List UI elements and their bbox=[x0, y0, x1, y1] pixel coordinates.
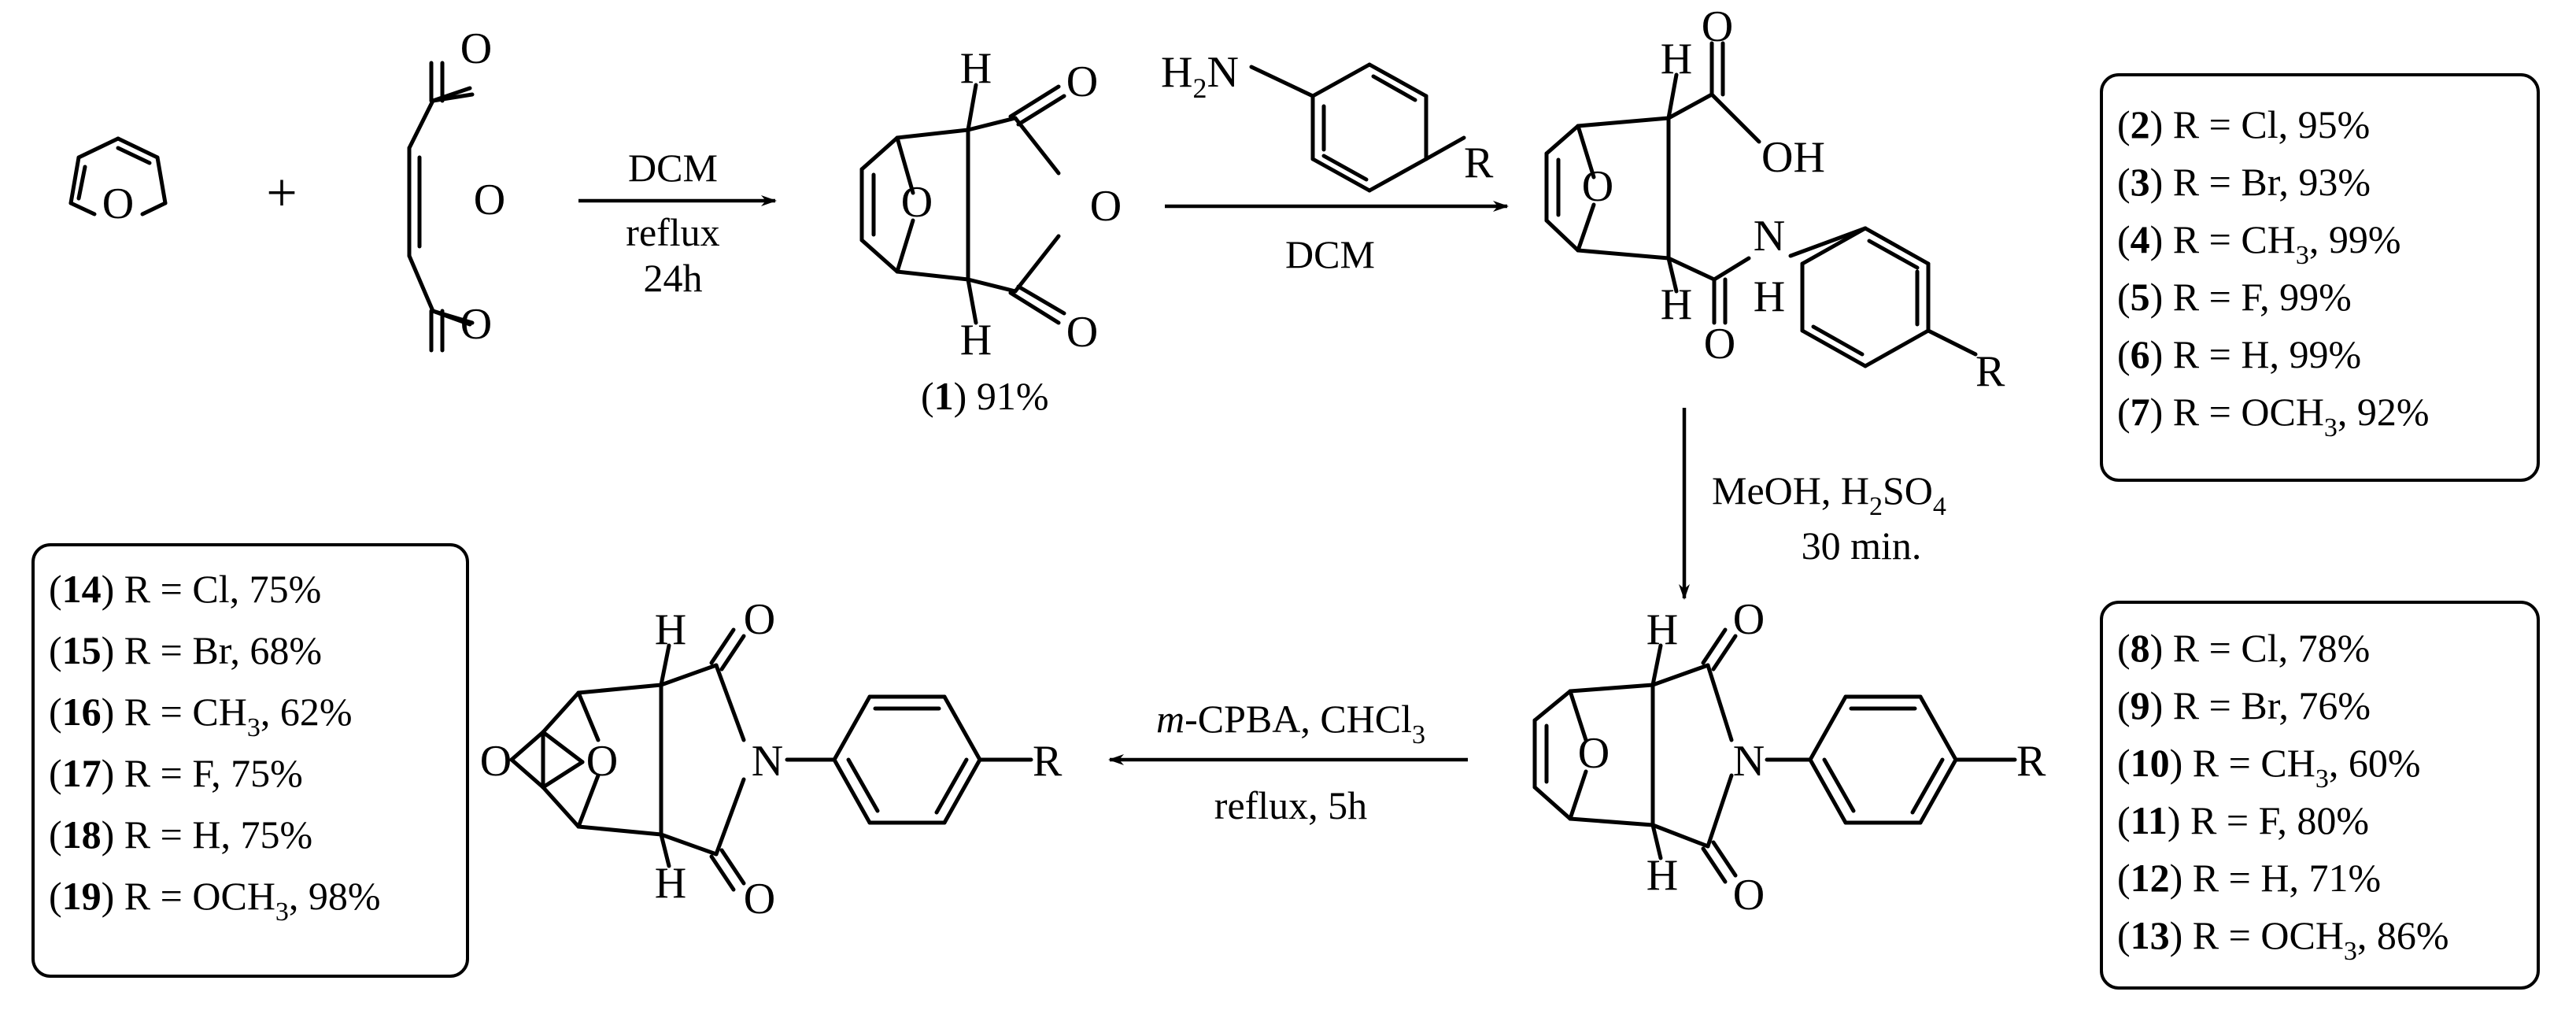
step4-condition: reflux, 5h bbox=[1214, 783, 1367, 827]
amic-acid-entry-5: (5) R = F, 99% bbox=[2117, 275, 2352, 319]
plus-sign: + bbox=[266, 163, 297, 224]
imide-h-bottom: H bbox=[1646, 851, 1678, 900]
amic-n: N bbox=[1754, 212, 1785, 261]
step4-arrow-group: m-CPBA, CHCl3 reflux, 5h bbox=[1108, 697, 1468, 827]
step2-solvent: DCM bbox=[1285, 232, 1375, 276]
step3-reagents: MeOH, H2SO4 bbox=[1712, 468, 1946, 521]
epoxide-n: N bbox=[752, 737, 783, 786]
amic-r: R bbox=[1975, 347, 2005, 396]
amic-acid-entry-3: (3) R = Br, 93% bbox=[2117, 160, 2371, 204]
aniline-r: R bbox=[1464, 139, 1494, 187]
epoxide-h-top: H bbox=[655, 605, 686, 654]
imide-entry-10: (10) R = CH3, 60% bbox=[2117, 741, 2420, 794]
step2-arrow-group: H2N R DCM bbox=[1161, 48, 1509, 276]
epoxide-entry-14: (14) R = Cl, 75% bbox=[49, 567, 321, 611]
step3-time: 30 min. bbox=[1802, 524, 1922, 568]
epoxide-table: (14) R = Cl, 75% (15) R = Br, 68% (16) R =… bbox=[31, 543, 469, 978]
epoxide-entry-17: (17) R = F, 75% bbox=[49, 751, 303, 795]
maleic-anhydride-structure: O O O bbox=[407, 24, 505, 353]
epoxide-structure: O O H H O O N R bbox=[480, 595, 1063, 923]
epoxide-entries: (14) R = Cl, 75% (15) R = Br, 68% (16) R =… bbox=[49, 567, 381, 927]
step1-solvent: DCM bbox=[628, 146, 718, 190]
step1-condition: reflux bbox=[626, 210, 719, 254]
amic-acid-entry-6: (6) R = H, 99% bbox=[2117, 332, 2361, 376]
amic-h-top: H bbox=[1661, 35, 1692, 83]
step1-arrow-group: DCM reflux 24h bbox=[578, 146, 777, 300]
imide-h-top: H bbox=[1646, 605, 1678, 654]
epoxide-oxirane-o: O bbox=[480, 737, 512, 786]
anhydride-carbonyl-o-bottom: O bbox=[460, 300, 492, 349]
aniline-amine: H2N bbox=[1161, 48, 1239, 104]
amic-oh: OH bbox=[1761, 133, 1825, 182]
amic-acid-table: (2) R = Cl, 95% (3) R = Br, 93% (4) R = CH… bbox=[2100, 73, 2540, 482]
imide-r: R bbox=[2016, 737, 2046, 786]
imide-entry-9: (9) R = Br, 76% bbox=[2117, 683, 2371, 727]
amic-acid-entries: (2) R = Cl, 95% (3) R = Br, 93% (4) R = CH… bbox=[2117, 102, 2430, 442]
amic-acid-entry-2: (2) R = Cl, 95% bbox=[2117, 102, 2370, 146]
imide-structure: O H H O O N R bbox=[1532, 595, 2046, 920]
epoxide-entry-15: (15) R = Br, 68% bbox=[49, 628, 322, 672]
product1-o-top: O bbox=[1066, 57, 1098, 106]
epoxide-table-frame bbox=[31, 543, 469, 978]
epoxide-entry-16: (16) R = CH3, 62% bbox=[49, 690, 352, 742]
product1-o-bottom: O bbox=[1066, 308, 1098, 357]
anhydride-carbonyl-o-top: O bbox=[460, 24, 492, 73]
step3-arrow-group: MeOH, H2SO4 30 min. bbox=[1679, 408, 1946, 600]
amic-acid-structure: O H H O OH O N H R bbox=[1544, 2, 2005, 396]
imide-n: N bbox=[1733, 737, 1765, 786]
furan-structure: O bbox=[68, 136, 168, 228]
amic-acid-table-frame bbox=[2100, 73, 2540, 482]
imide-table: (8) R = Cl, 78% (9) R = Br, 76% (10) R = C… bbox=[2100, 601, 2540, 990]
amic-nh: H bbox=[1754, 272, 1785, 321]
imide-o-bottom: O bbox=[1733, 871, 1765, 920]
imide-entry-8: (8) R = Cl, 78% bbox=[2117, 626, 2370, 670]
anhydride-ring-o: O bbox=[474, 176, 505, 224]
product1-h-top: H bbox=[960, 44, 992, 93]
epoxide-o-bottom: O bbox=[744, 875, 775, 923]
epoxide-o-top: O bbox=[744, 595, 775, 644]
amic-acid-o: O bbox=[1702, 2, 1733, 51]
product1-bridge-o: O bbox=[901, 178, 933, 227]
imide-entry-11: (11) R = F, 80% bbox=[2117, 798, 2369, 842]
product1-ring-o: O bbox=[1090, 182, 1122, 231]
amic-bridge-o: O bbox=[1582, 162, 1613, 211]
amic-amide-o: O bbox=[1704, 320, 1735, 368]
product1-h-bottom: H bbox=[960, 316, 992, 364]
imide-entries: (8) R = Cl, 78% (9) R = Br, 76% (10) R = C… bbox=[2117, 626, 2449, 966]
epoxide-bridge-o: O bbox=[586, 737, 618, 786]
epoxide-h-bottom: H bbox=[655, 859, 686, 908]
epoxide-entry-19: (19) R = OCH3, 98% bbox=[49, 874, 381, 927]
imide-bridge-o: O bbox=[1578, 729, 1610, 778]
amic-h-bottom: H bbox=[1661, 280, 1692, 329]
imide-table-frame bbox=[2100, 601, 2540, 990]
furan-oxygen: O bbox=[102, 179, 134, 228]
imide-entry-13: (13) R = OCH3, 86% bbox=[2117, 913, 2449, 966]
imide-o-top: O bbox=[1733, 595, 1765, 644]
product1-structure: O H H O O O bbox=[859, 44, 1122, 364]
amic-acid-entry-4: (4) R = CH3, 99% bbox=[2117, 217, 2400, 270]
epoxide-entry-18: (18) R = H, 75% bbox=[49, 812, 312, 857]
amic-acid-entry-7: (7) R = OCH3, 92% bbox=[2117, 390, 2430, 442]
step4-reagent: m-CPBA, CHCl3 bbox=[1156, 697, 1425, 749]
product1-label: (1) 91% bbox=[921, 374, 1048, 418]
imide-entry-12: (12) R = H, 71% bbox=[2117, 856, 2381, 900]
step1-time: 24h bbox=[644, 256, 703, 300]
epoxide-r: R bbox=[1033, 737, 1063, 786]
